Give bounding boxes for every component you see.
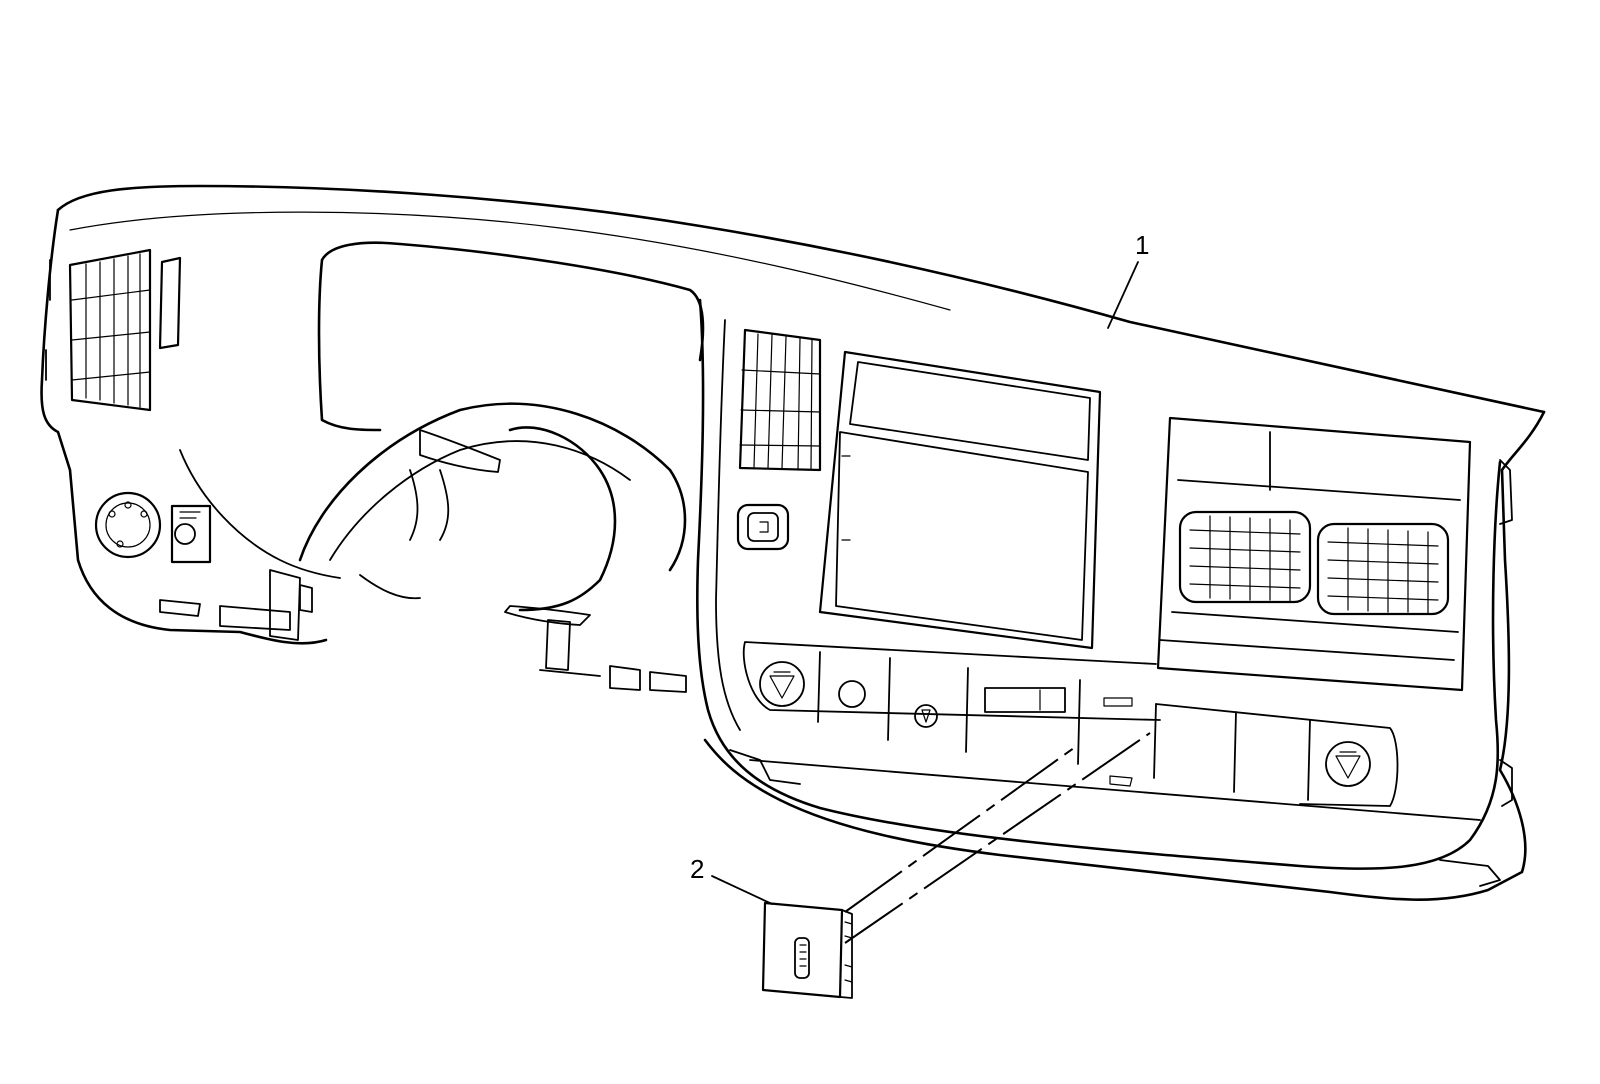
steering-column-opening	[298, 402, 687, 572]
accessory-switch	[761, 901, 853, 999]
hazard-switch	[736, 503, 790, 551]
right-storage-bin	[1156, 416, 1472, 692]
left-side-slot	[158, 256, 182, 350]
lower-switch-bank	[742, 641, 1481, 821]
center-left-air-vent	[738, 328, 822, 472]
installation-alignment-lines	[844, 732, 1151, 944]
callout-2-label: 2	[690, 854, 704, 884]
callout-2-leader	[711, 875, 773, 905]
left-outer-air-vent	[68, 248, 152, 412]
cluster-opening	[317, 241, 705, 432]
headlamp-switch-knob	[94, 491, 162, 559]
instrument-panel-carrier	[40, 184, 1546, 901]
dimmer-switch	[170, 504, 212, 564]
radio-opening	[818, 350, 1102, 650]
center-right-air-vents	[1178, 510, 1450, 616]
callout-1-leader	[1107, 261, 1139, 329]
callout-1-label: 1	[1135, 230, 1149, 260]
